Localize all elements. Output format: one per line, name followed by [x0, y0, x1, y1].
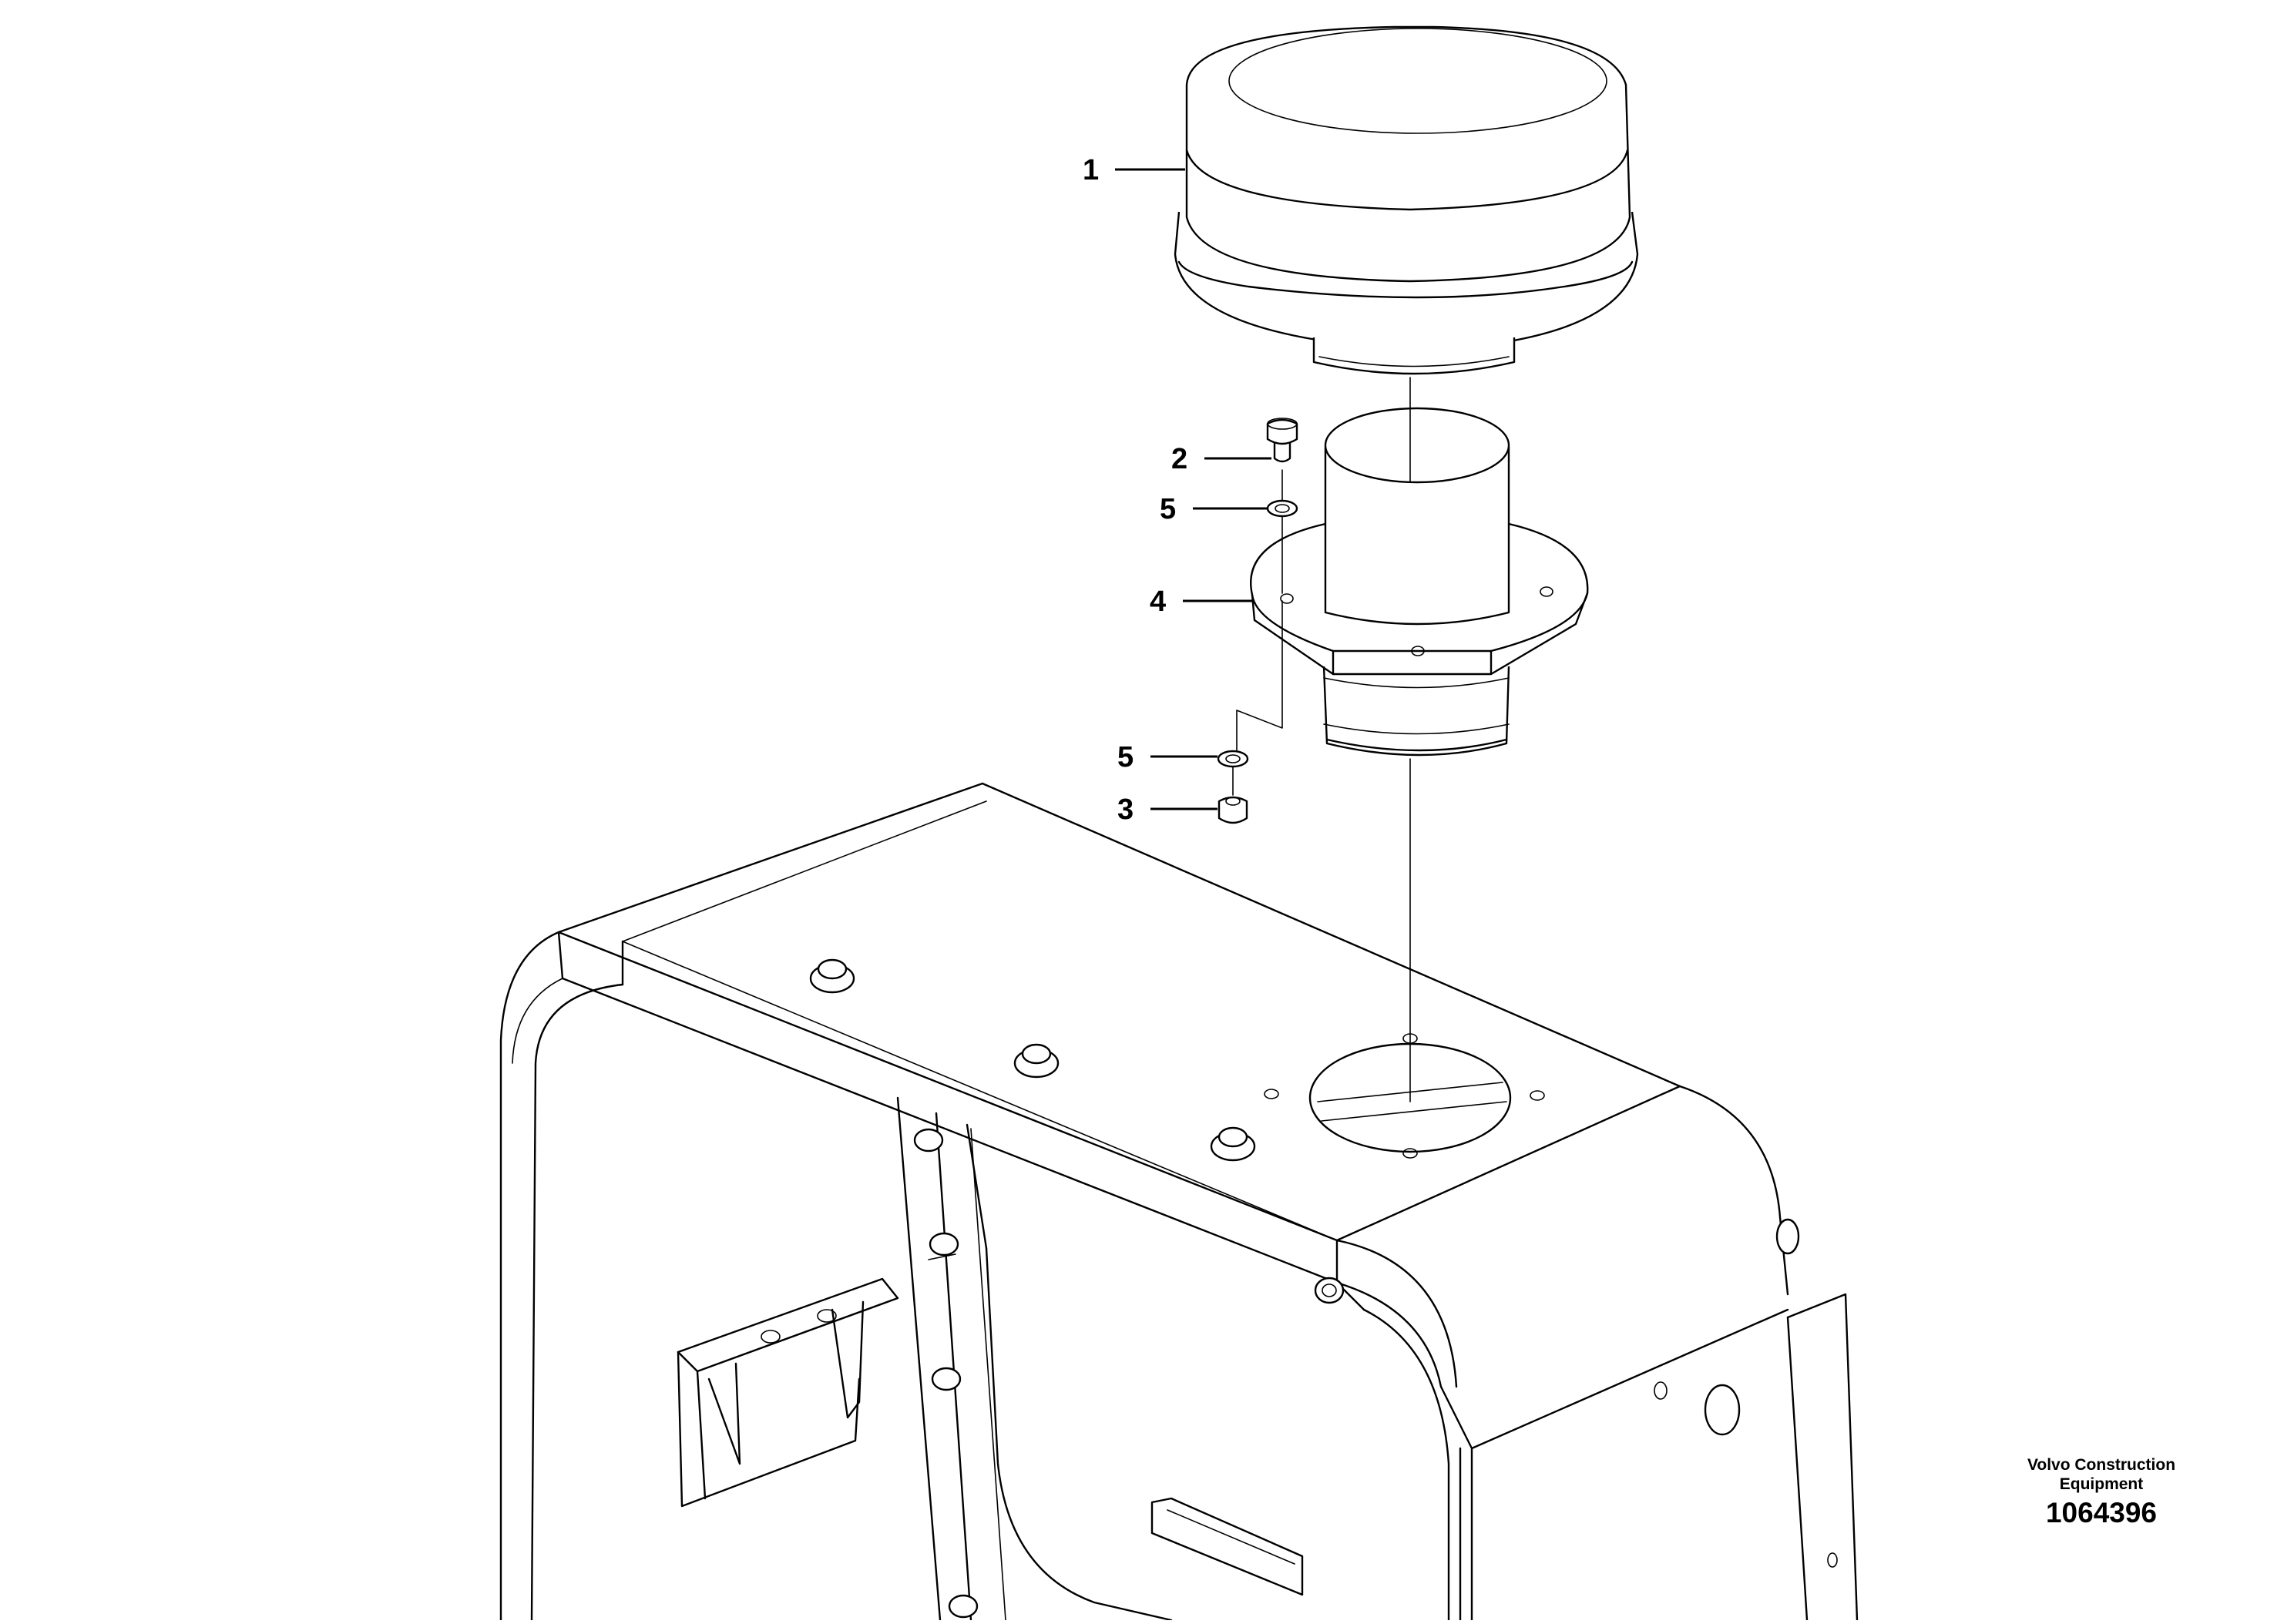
callout-leaders [1115, 168, 1271, 810]
cap-part [1174, 25, 1639, 375]
assembly-lines [1232, 377, 1411, 1102]
callout-5-lower: 5 [1117, 741, 1134, 773]
callout-1: 1 [1083, 154, 1099, 186]
callout-5-upper: 5 [1160, 493, 1176, 525]
hood-bolt-1 [809, 958, 855, 994]
washer-lower-part [1217, 750, 1249, 768]
callout-4: 4 [1150, 586, 1166, 618]
hood-housing [499, 782, 1859, 1622]
callout-2: 2 [1171, 443, 1187, 475]
bolt-part [1266, 418, 1298, 463]
brand-block: Volvo Construction Equipment 1064396 [1978, 1455, 2225, 1529]
flange-pipe-part [1250, 407, 1589, 757]
brand-name-line1: Volvo Construction [2027, 1456, 2176, 1474]
washer-upper-part [1266, 499, 1298, 518]
brand-name-line2: Equipment [2059, 1475, 2144, 1493]
hood-bolt-3 [1210, 1126, 1256, 1162]
callout-3: 3 [1117, 794, 1134, 826]
left-bracket [677, 1277, 899, 1508]
hood-bolt-2 [1013, 1043, 1060, 1079]
drawing-number: 1064396 [2045, 1497, 2158, 1528]
nut-part [1218, 796, 1248, 824]
